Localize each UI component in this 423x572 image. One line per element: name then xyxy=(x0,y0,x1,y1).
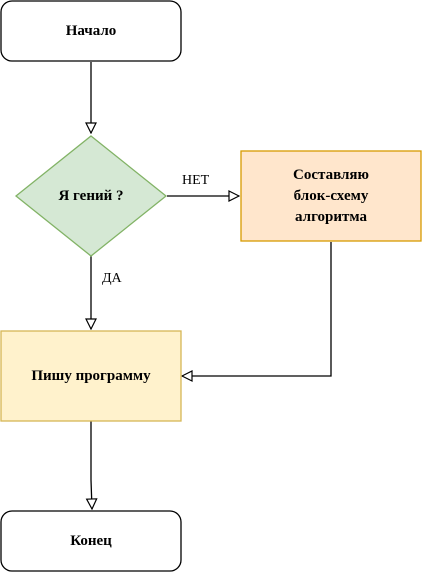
edge-compose-to-write xyxy=(182,242,332,376)
compose-process-box[interactable] xyxy=(240,150,422,242)
edge-label-yes: ДА xyxy=(102,271,122,286)
decision-diamond[interactable] xyxy=(14,135,168,257)
edge-label-no: НЕТ xyxy=(182,173,210,188)
end-terminal[interactable] xyxy=(0,510,182,572)
edge-write-to-end xyxy=(91,421,92,509)
write-process-box[interactable] xyxy=(0,330,182,422)
start-terminal[interactable] xyxy=(0,0,182,62)
